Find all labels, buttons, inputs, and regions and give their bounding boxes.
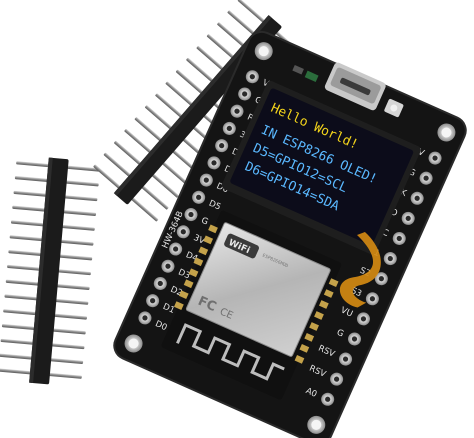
svg-text:CE: CE	[218, 306, 235, 321]
pin-pads-bottom-row	[321, 151, 442, 406]
pin-label: D3	[176, 267, 191, 281]
pin-label: G	[335, 328, 345, 340]
pin-label: A0	[304, 386, 318, 400]
pin-label: G	[407, 167, 417, 179]
micro-usb-connector	[324, 62, 386, 111]
pin-pads-top-row	[138, 70, 259, 325]
mounting-holes	[124, 42, 456, 434]
pin-label: G	[253, 95, 263, 107]
pin-label: G	[199, 216, 209, 228]
pin-header-left	[0, 157, 100, 385]
pin-label: D1	[161, 302, 176, 316]
svg-text:FC: FC	[196, 294, 219, 315]
ce-mark: CE	[218, 306, 235, 321]
fc-mark: FC	[196, 294, 219, 315]
rf-shield	[186, 222, 331, 357]
esp8266-module: WiFi ESP8266MOD FC CE	[161, 210, 342, 400]
nodemcu-oled-board: VNGRST3VD8D7D6D5G3VD4D3D2D1D0 3VGSKSOSCS…	[113, 30, 467, 438]
oled-glass	[230, 88, 414, 246]
pin-label: D5	[207, 199, 222, 213]
pin-label: 3V	[192, 233, 206, 247]
pcb-antenna-trace	[176, 323, 285, 381]
pin-label: VU	[339, 305, 354, 319]
pin-label: D0	[153, 319, 168, 333]
reset-button	[384, 98, 404, 118]
oled-flex-cable	[339, 231, 381, 308]
pin-header-plastic	[29, 157, 69, 385]
